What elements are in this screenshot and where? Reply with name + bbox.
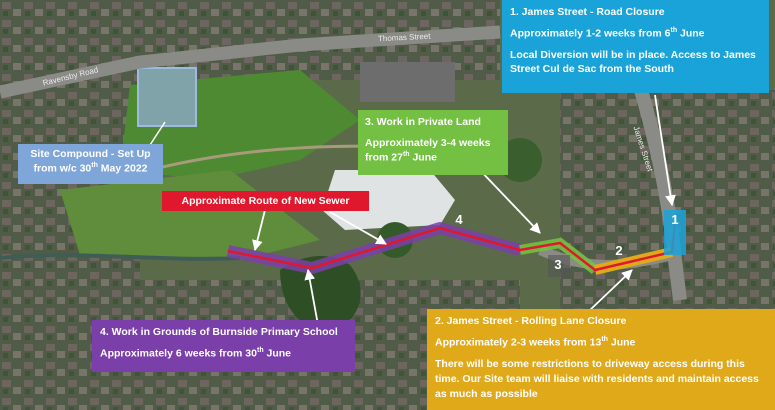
marker-3: 3 xyxy=(554,257,562,272)
primary-school-box: 4. Work in Grounds of Burnside Primary S… xyxy=(92,320,355,372)
lane-closure-box: 2. James Street - Rolling Lane Closure A… xyxy=(427,309,775,410)
lane-closure-duration: Approximately 2-3 weeks from 13th June xyxy=(435,336,636,349)
arrow-sewer-right xyxy=(329,211,387,245)
school-building xyxy=(322,170,455,230)
road-closure-title: 1. James Street - Road Closure xyxy=(510,6,665,18)
marker-1: 1 xyxy=(671,212,679,227)
private-land-duration: Approximately 3-4 weeks from 27th June xyxy=(365,137,491,164)
primary-school-title: 4. Work in Grounds of Burnside Primary S… xyxy=(100,326,338,338)
car-park xyxy=(360,62,455,102)
arrow-road-closure xyxy=(654,94,676,207)
creek xyxy=(0,253,241,261)
private-land-box: 3. Work in Private Land Approximately 3-… xyxy=(358,110,508,175)
arrow-compound xyxy=(149,121,166,146)
arrow-lane xyxy=(589,269,633,311)
arrow-private-land xyxy=(474,164,541,234)
site-compound-box: Site Compound - Set Up from w/c 30th May… xyxy=(18,144,163,184)
road-closure-box: 1. James Street - Road Closure Approxima… xyxy=(502,0,769,93)
thomas-street xyxy=(0,25,501,99)
arrow-sewer-left xyxy=(252,209,266,252)
section-3-block xyxy=(548,255,570,277)
closure-block xyxy=(664,210,686,255)
sewer-route-label: Approximate Route of New Sewer xyxy=(162,191,369,211)
primary-school-duration: Approximately 6 weeks from 30th June xyxy=(100,347,292,360)
site-compound-line1: Site Compound - Set Up xyxy=(30,148,151,160)
site-compound-line2: from w/c 30th May 2022 xyxy=(33,162,148,175)
road-closure-note: Local Diversion will be in place. Access… xyxy=(510,48,756,76)
site-compound xyxy=(137,67,197,127)
road-closure-duration: Approximately 1-2 weeks from 6th June xyxy=(510,27,705,40)
sewer-route-line xyxy=(227,214,678,272)
lane-closure-title: 2. James Street - Rolling Lane Closure xyxy=(435,315,627,327)
woodland xyxy=(280,255,361,331)
lane-closure-note: There will be some restrictions to drive… xyxy=(435,357,759,401)
private-land-title: 3. Work in Private Land xyxy=(365,116,481,128)
arrow-school xyxy=(304,268,319,326)
marker-4: 4 xyxy=(455,212,463,227)
marker-2: 2 xyxy=(615,243,623,258)
